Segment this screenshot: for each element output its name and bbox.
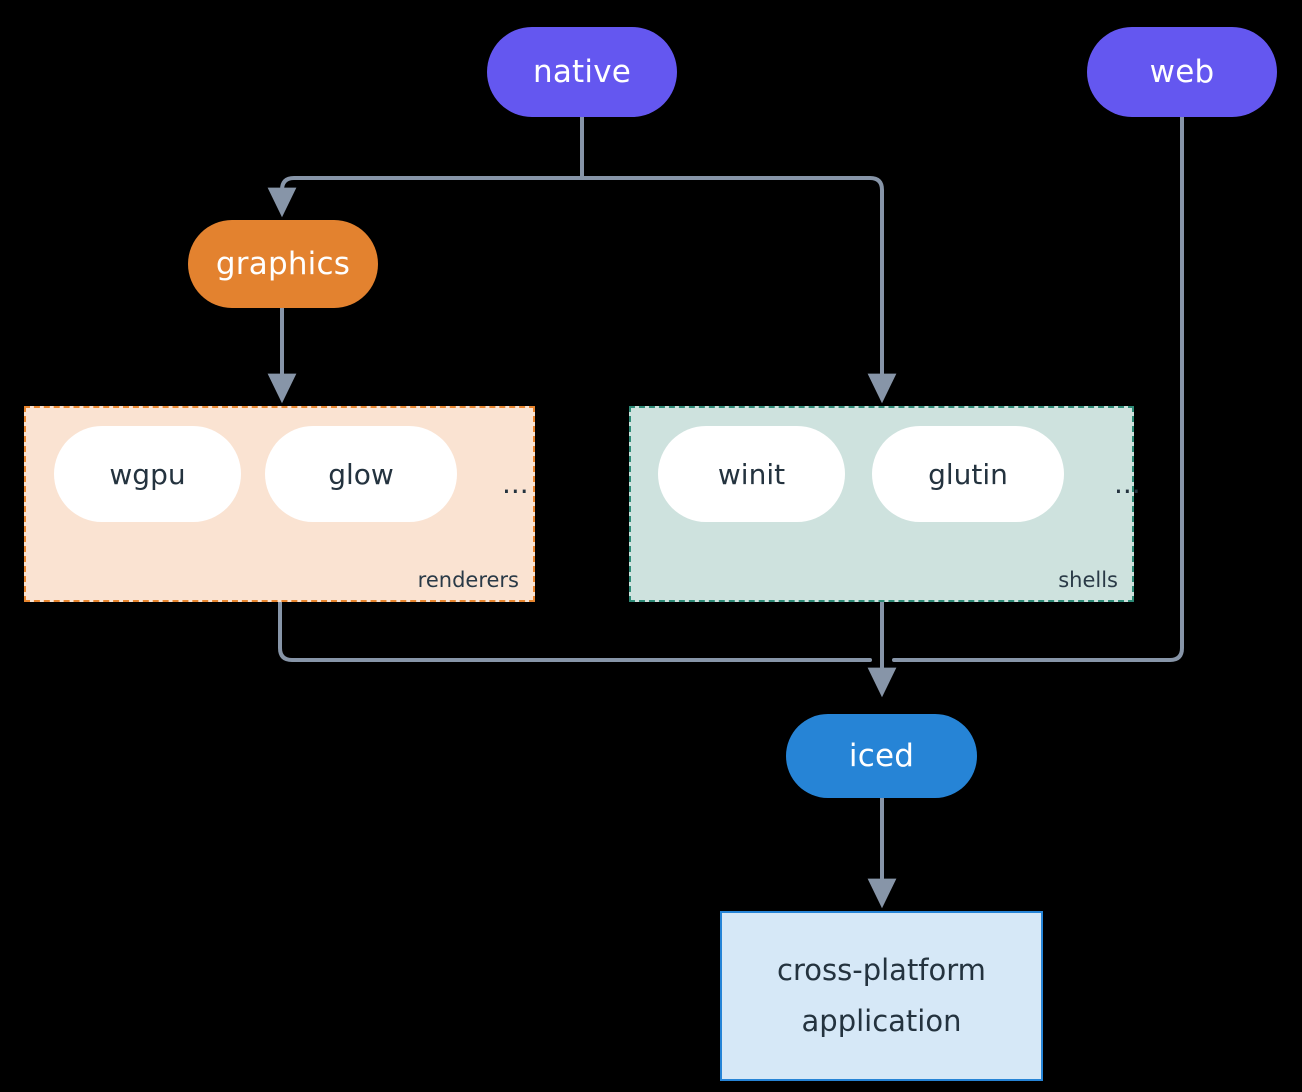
node-native-label: native [532,54,632,90]
pill-glutin[interactable]: glutin [872,426,1064,522]
node-cross-platform-application[interactable]: cross-platform application [720,911,1043,1081]
node-iced[interactable]: iced [786,714,977,798]
pill-wgpu-label: wgpu [109,457,186,491]
edge-native-to-shells [580,176,897,404]
shells-overflow-ellipsis: ... [1114,467,1141,500]
edge-renderers-to-iced [278,600,872,662]
edge-native-to-graphics [267,176,584,218]
pill-winit[interactable]: winit [658,426,845,522]
group-renderers: wgpu glow ... renderers [24,406,535,602]
group-shells: winit glutin ... shells [629,406,1141,602]
renderers-overflow-ellipsis: ... [502,467,529,500]
application-label-line2: application [801,1004,962,1038]
pill-winit-label: winit [717,457,786,491]
group-renderers-label: renderers [417,568,519,592]
pill-glow[interactable]: glow [265,426,457,522]
group-shells-label: shells [1058,568,1118,592]
node-native[interactable]: native [487,27,677,117]
node-web-label: web [1149,54,1215,90]
pill-glow-label: glow [328,457,394,491]
node-graphics-label: graphics [215,246,351,282]
node-iced-label: iced [848,738,915,774]
node-graphics[interactable]: graphics [188,220,378,308]
application-label-line1: cross-platform [777,953,986,988]
pill-wgpu[interactable]: wgpu [54,426,241,522]
node-web[interactable]: web [1087,27,1277,117]
pill-glutin-label: glutin [928,457,1008,491]
